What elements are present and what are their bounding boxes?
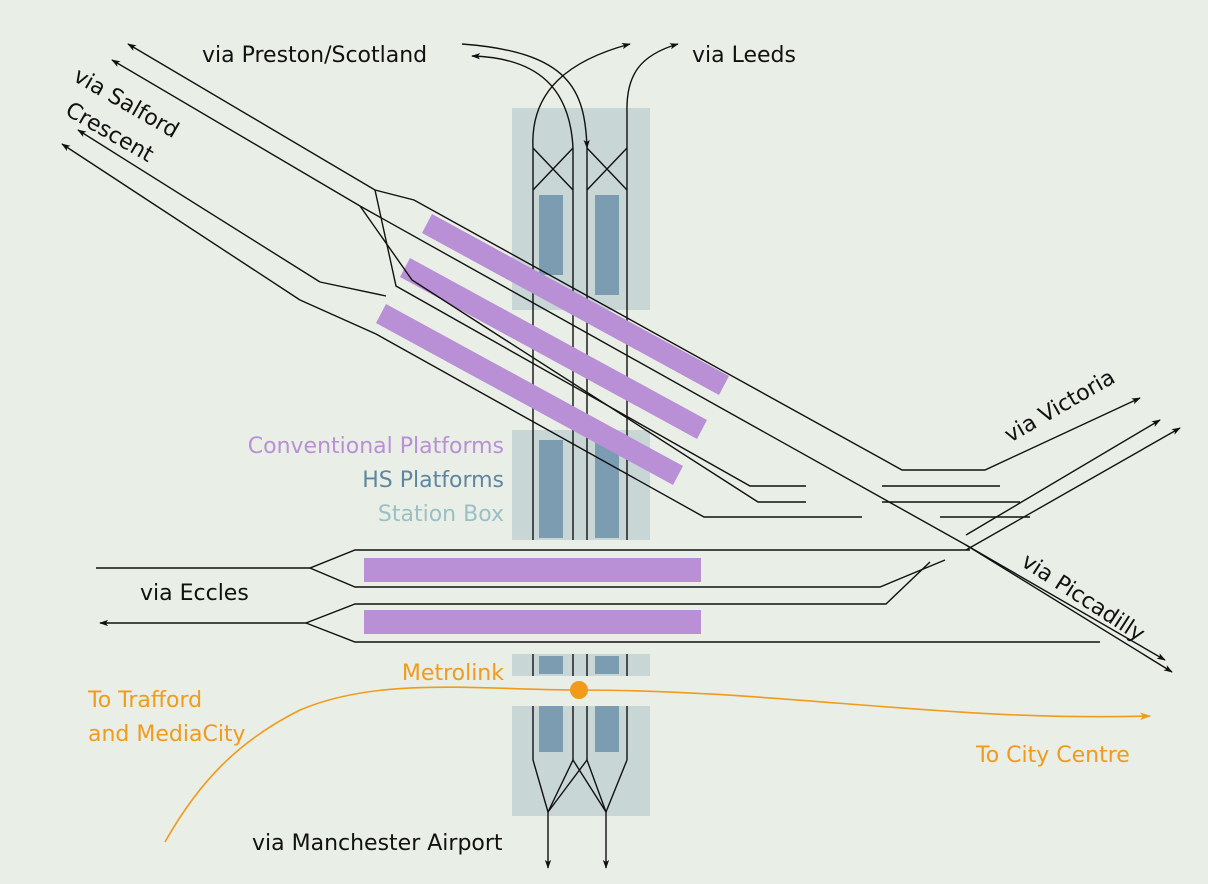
label-eccles: via Eccles	[140, 581, 249, 606]
diagonal-tracks	[61, 43, 1181, 673]
label-piccadilly: via Piccadilly	[1017, 549, 1149, 647]
label-airport: via Manchester Airport	[252, 831, 503, 856]
hs-platforms	[539, 195, 619, 752]
legend-box: Station Box	[378, 502, 504, 527]
label-metrolink: Metrolink	[402, 661, 504, 686]
metrolink-line	[164, 681, 1152, 843]
legend: Conventional Platforms HS Platforms Stat…	[248, 434, 504, 527]
label-trafford-line1: To Trafford	[87, 688, 202, 713]
label-city-centre: To City Centre	[975, 743, 1130, 768]
label-trafford-line2: and MediaCity	[88, 722, 246, 747]
legend-conventional: Conventional Platforms	[248, 434, 504, 459]
label-leeds: via Leeds	[692, 43, 796, 68]
conventional-platforms	[364, 214, 729, 634]
legend-hs: HS Platforms	[362, 468, 504, 493]
metrolink-stop-icon	[570, 681, 588, 699]
eccles-tracks	[96, 549, 1100, 643]
label-preston: via Preston/Scotland	[202, 43, 427, 68]
